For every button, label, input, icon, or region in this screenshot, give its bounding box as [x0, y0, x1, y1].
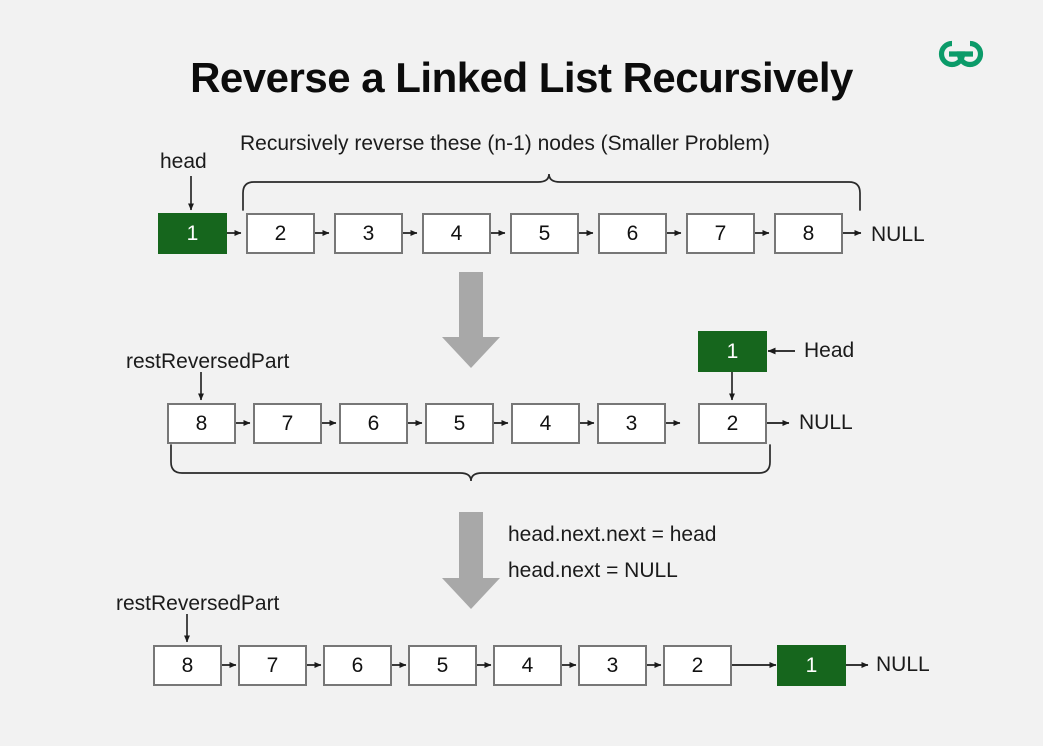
node-value: 6 — [351, 654, 364, 677]
list-node[interactable]: 4 — [422, 213, 491, 254]
middle-head-label: Head — [804, 339, 855, 362]
node-value: 6 — [367, 412, 380, 435]
node-value: 8 — [181, 654, 194, 677]
code-line-2: head.next = NULL — [508, 559, 678, 582]
geeksforgeeks-logo — [922, 30, 1000, 74]
list-node[interactable]: 4 — [493, 645, 562, 686]
node-value: 2 — [691, 654, 704, 677]
node-value: 7 — [266, 654, 279, 677]
list-node[interactable]: 3 — [578, 645, 647, 686]
list-node[interactable]: 4 — [511, 403, 580, 444]
list-node[interactable]: 7 — [686, 213, 755, 254]
node-value: 3 — [362, 222, 375, 245]
node-value: 2 — [274, 222, 287, 245]
list-node[interactable]: 8 — [153, 645, 222, 686]
node-value: 1 — [186, 222, 199, 245]
middle-rest-reversed-part-label: restReversedPart — [126, 350, 290, 373]
node-value: 5 — [436, 654, 449, 677]
node-value: 4 — [539, 412, 552, 435]
list-node[interactable]: 7 — [238, 645, 307, 686]
code-line-1: head.next.next = head — [508, 523, 717, 546]
node-value: 4 — [450, 222, 463, 245]
node-value: 5 — [453, 412, 466, 435]
node-value: 6 — [626, 222, 639, 245]
node-value: 3 — [606, 654, 619, 677]
list-node[interactable]: 8 — [774, 213, 843, 254]
node-value: 8 — [802, 222, 815, 245]
node-value: 2 — [726, 412, 739, 435]
list-node[interactable]: 7 — [253, 403, 322, 444]
row1-caption: Recursively reverse these (n-1) nodes (S… — [240, 132, 770, 155]
list-node[interactable]: 6 — [339, 403, 408, 444]
list-node[interactable]: 2 — [663, 645, 732, 686]
page-title: Reverse a Linked List Recursively — [190, 54, 853, 101]
list-node[interactable]: 3 — [597, 403, 666, 444]
node-value: 7 — [714, 222, 727, 245]
node-value: 7 — [281, 412, 294, 435]
list-node[interactable]: 5 — [408, 645, 477, 686]
list-node[interactable]: 1 — [158, 213, 227, 254]
node-value: 8 — [195, 412, 208, 435]
list-node[interactable]: 3 — [334, 213, 403, 254]
list-node[interactable]: 1 — [777, 645, 846, 686]
bottom-null-label: NULL — [876, 653, 930, 676]
list-node[interactable]: 2 — [246, 213, 315, 254]
list-node[interactable]: 5 — [510, 213, 579, 254]
list-node[interactable]: 2 — [698, 403, 767, 444]
node-value: 1 — [805, 654, 818, 677]
list-node[interactable]: 6 — [323, 645, 392, 686]
node-value: 4 — [521, 654, 534, 677]
node-value: 5 — [538, 222, 551, 245]
list-node[interactable]: 8 — [167, 403, 236, 444]
middle-null-label: NULL — [799, 411, 853, 434]
bottom-rest-reversed-part-label: restReversedPart — [116, 592, 280, 615]
node-value: 1 — [726, 340, 739, 363]
node-value: 3 — [625, 412, 638, 435]
list-node[interactable]: 5 — [425, 403, 494, 444]
row1-head-label: head — [160, 150, 207, 173]
row1-null-label: NULL — [871, 223, 925, 246]
floating-head-node[interactable]: 1 — [698, 331, 767, 372]
list-node[interactable]: 6 — [598, 213, 667, 254]
